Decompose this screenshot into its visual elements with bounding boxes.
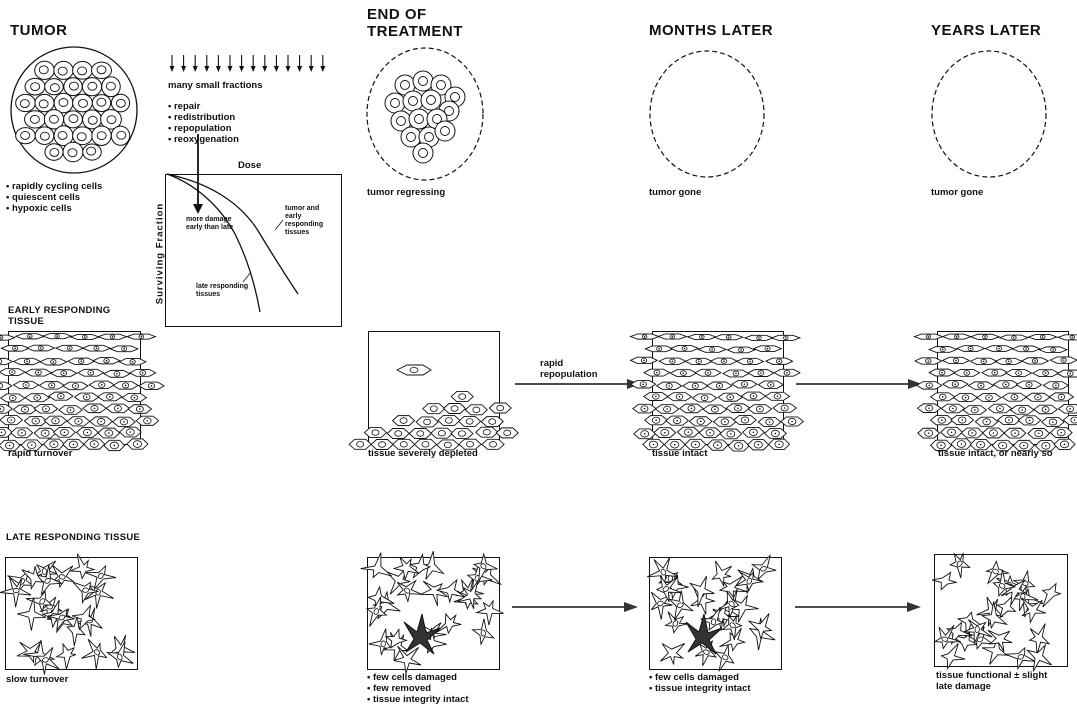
curve-late-line [166, 173, 261, 313]
heading-tumor: TUMOR [10, 22, 68, 39]
late-tissue-end [360, 551, 504, 674]
late-end-item: tissue integrity intact [367, 694, 469, 705]
early-tissue-depleted [348, 331, 519, 451]
tumor-gone-months-illustration [649, 50, 765, 178]
late-end-item: few cells damaged [367, 672, 469, 683]
early-row-label: EARLY RESPONDING TISSUE [8, 305, 111, 327]
four-rs-item: reoxygenation [168, 134, 239, 145]
early-caption-initial: rapid turnover [8, 448, 73, 459]
late-tissue-initial-cells [0, 553, 135, 675]
tumor-caption-years: tumor gone [931, 187, 984, 198]
tumor-regressing-illustration [366, 47, 484, 181]
tumor-caption-end: tumor regressing [367, 187, 446, 198]
early-tissue-months [629, 331, 805, 452]
tumor-cell-types-list: rapidly cycling cells quiescent cells hy… [6, 181, 102, 214]
early-tissue-depleted-cells [348, 364, 519, 451]
late-tissue-years-cells [931, 552, 1062, 672]
early-tissue-years [912, 331, 1077, 452]
early-tissue-months-cells [629, 333, 805, 452]
early-caption-end: tissue severely depleted [368, 448, 478, 459]
late-months-list: few cells damaged tissue integrity intac… [649, 672, 751, 694]
late-caption-initial: slow turnover [6, 674, 69, 685]
four-rs-list: repair redistribution repopulation reoxy… [168, 101, 239, 145]
late-arrow-to-months-icon [512, 602, 638, 612]
late-tissue-end-cells [360, 551, 504, 674]
late-row-label: LATE RESPONDING TISSUE [6, 532, 141, 543]
fractions-label: many small fractions [168, 80, 263, 91]
early-tissue-initial [0, 331, 165, 452]
four-rs-item: redistribution [168, 112, 239, 123]
tumor-gone-years-illustration [931, 50, 1047, 178]
early-arrow-to-years-icon [796, 379, 922, 389]
survival-graph-frame [165, 174, 342, 327]
graph-curve-late-label: late responding tissues [196, 283, 249, 298]
early-arrow-label: rapid repopulation [540, 358, 598, 380]
graph-y-label: Surviving Fraction [154, 202, 166, 305]
early-caption-months: tissue intact [652, 448, 708, 459]
early-arrow-to-months-icon [515, 379, 641, 389]
graph-curve-tumor-label: tumor and early responding tissues [285, 205, 324, 236]
tumor-cell-type: quiescent cells [6, 192, 102, 203]
curve-tumor-pointer [274, 219, 284, 231]
curve-tumor-line [166, 173, 299, 295]
graph-x-label: Dose [238, 160, 262, 171]
tumor-cluster-illustration [10, 46, 138, 174]
curve-late-pointer [242, 271, 252, 283]
late-tissue-months [647, 554, 782, 672]
fraction-arrows-icon [169, 55, 326, 72]
late-tissue-initial [0, 553, 138, 675]
tumor-cell-type: rapidly cycling cells [6, 181, 102, 192]
late-tissue-months-cells [647, 554, 777, 672]
four-rs-item: repair [168, 101, 239, 112]
tumor-caption-months: tumor gone [649, 187, 702, 198]
late-caption-years: tissue functional ± slight late damage [936, 670, 1048, 692]
late-tissue-years [931, 552, 1068, 672]
late-end-list: few cells damaged few removed tissue int… [367, 672, 469, 705]
heading-months-later: MONTHS LATER [649, 22, 774, 39]
late-months-item: few cells damaged [649, 672, 751, 683]
tumor-cell-type: hypoxic cells [6, 203, 102, 214]
survival-curves [166, 134, 299, 313]
graph-annotation-damage: more damage early than late [186, 216, 234, 231]
late-end-item: few removed [367, 683, 469, 694]
late-months-item: tissue integrity intact [649, 683, 751, 694]
early-caption-years: tissue intact, or nearly so [938, 448, 1053, 459]
early-tissue-cells [0, 333, 165, 452]
dose-arrow-head-icon [193, 204, 203, 214]
heading-end-of-treatment: END OF TREATMENT [367, 6, 463, 40]
late-arrow-to-years-icon [795, 602, 921, 612]
four-rs-item: repopulation [168, 123, 239, 134]
early-tissue-years-cells [912, 333, 1077, 452]
heading-years-later: YEARS LATER [931, 22, 1042, 39]
